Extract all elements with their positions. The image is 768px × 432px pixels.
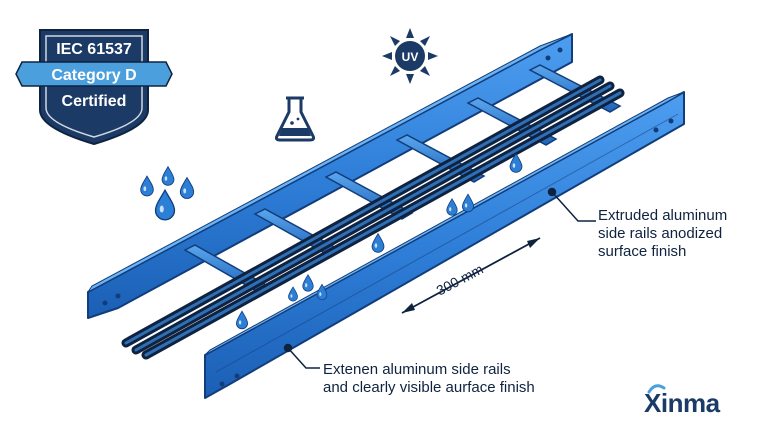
uv-label: UV xyxy=(402,50,419,64)
cable-tray xyxy=(87,33,685,399)
badge-line-2: Category D xyxy=(51,67,136,84)
water-drop-icon xyxy=(288,286,298,302)
callout-side-rails-anodized: Extruded aluminum side rails anodized su… xyxy=(598,207,727,261)
brand-logo: Xinma xyxy=(644,384,721,418)
water-drop-icon xyxy=(302,274,314,292)
badge-line-3: Certified xyxy=(62,93,127,110)
water-drop-icon xyxy=(235,310,249,330)
callout-side-rails-finish: Extenen aluminum side rails and clearly … xyxy=(323,361,535,397)
callout-leaders xyxy=(283,187,596,369)
water-drop-icon xyxy=(140,175,154,197)
brand-name: Xinma xyxy=(644,388,721,418)
water-drops-left xyxy=(140,166,195,221)
cables xyxy=(121,75,625,360)
badge-ribbon xyxy=(15,61,173,87)
certification-badge: IEC 61537 Category D Certified xyxy=(15,29,173,146)
water-drop-icon xyxy=(179,177,195,199)
callout-top-line-2: side rails anodized xyxy=(598,225,723,242)
water-drop-icon xyxy=(154,189,176,221)
badge-line-1: IEC 61537 xyxy=(56,41,132,58)
callout-top-line-1: Extruded aluminum xyxy=(598,207,728,224)
water-drop-icon xyxy=(371,233,385,253)
callout-bottom-line-2: and clearly visible aurface finish xyxy=(323,379,535,396)
flask-icon xyxy=(274,96,316,142)
callout-top-line-3: surface finish xyxy=(598,243,687,260)
callout-bottom-line-1: Extenen aluminum side rails xyxy=(323,361,511,378)
dimension-label: 300 mm xyxy=(434,261,486,299)
uv-sun-icon: UV xyxy=(382,28,438,84)
water-drop-icon xyxy=(461,193,475,213)
water-drop-icon xyxy=(161,166,175,186)
water-drop-icon xyxy=(446,198,458,216)
